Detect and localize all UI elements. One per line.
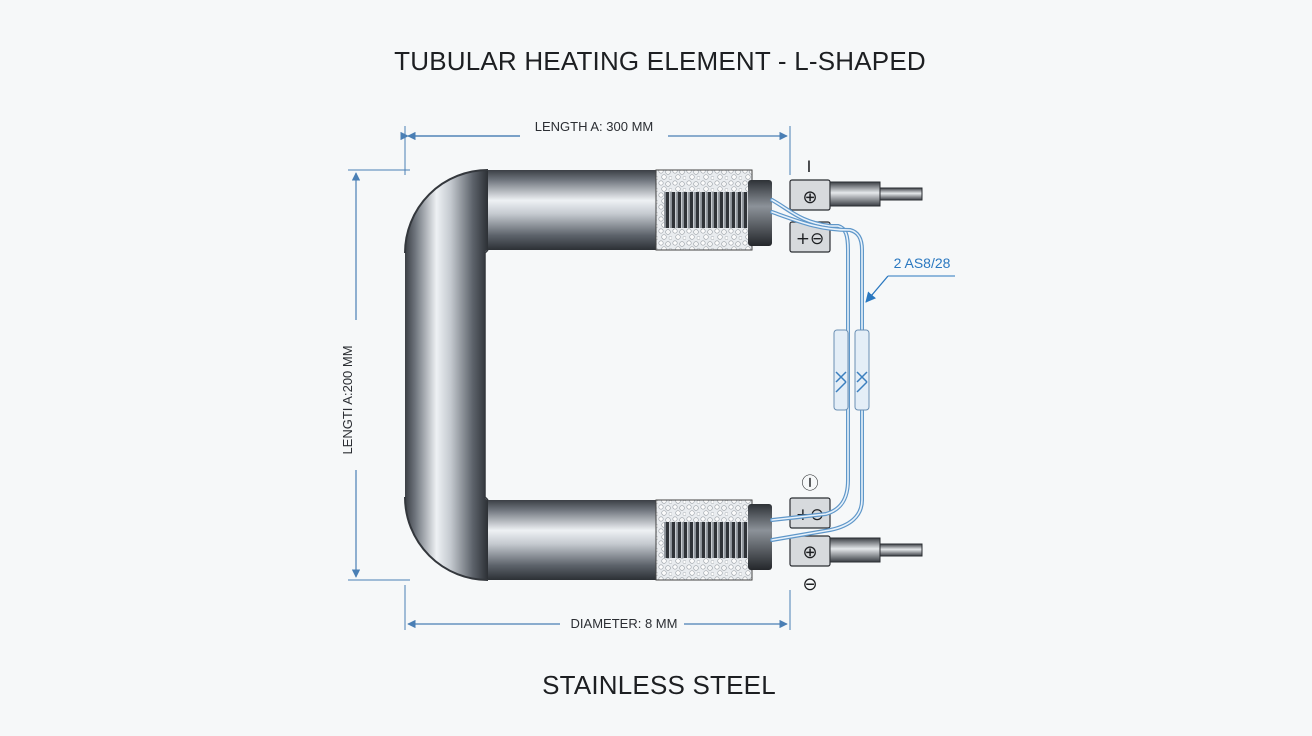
top-pin [879, 187, 923, 201]
tube-top-straight [488, 170, 658, 250]
top-mark: I [807, 157, 812, 176]
splice-right [854, 329, 870, 411]
top-plusminus-symbol: +⊖ [796, 229, 825, 249]
top-cutaway [655, 169, 772, 251]
side-length-dimension: LENGTI A:200 MM [340, 169, 410, 581]
bottom-mark: Ⓘ [802, 474, 819, 494]
wire-callout-label: 2 AS8/28 [894, 255, 951, 271]
tube-bend [405, 170, 488, 580]
wire-callout: 2 AS8/28 [865, 255, 955, 303]
top-coil [664, 192, 752, 228]
bottom-cutaway [655, 499, 772, 581]
lead-wires [770, 198, 864, 542]
wire-splices [833, 329, 870, 411]
tube-bottom-straight [488, 500, 658, 580]
side-length-label: LENGTI A:200 MM [340, 345, 355, 454]
diameter-dimension: DIAMETER: 8 MM [404, 585, 791, 631]
bottom-pin-sleeve [829, 537, 881, 563]
top-terminals: I ⊕ +⊖ [789, 157, 923, 253]
diameter-label: DIAMETER: 8 MM [571, 616, 678, 631]
length-a-dimension: LENGTH A: 300 MM [400, 119, 791, 175]
bottom-pin [879, 543, 923, 557]
length-a-label: LENGTH A: 300 MM [535, 119, 653, 134]
bottom-terminals: Ⓘ +⊖ ⊕ ⊖ [789, 474, 923, 595]
bottom-plus-symbol: ⊕ [802, 542, 817, 563]
splice-left [833, 329, 849, 411]
top-pin-sleeve [829, 181, 881, 207]
top-plus-symbol: ⊕ [802, 187, 817, 208]
heating-tube [404, 169, 658, 581]
bottom-minus-symbol: ⊖ [802, 574, 817, 595]
diagram-title: TUBULAR HEATING ELEMENT - L-SHAPED [394, 46, 926, 76]
material-subtitle: STAINLESS STEEL [542, 670, 776, 700]
bottom-coil [664, 522, 752, 558]
